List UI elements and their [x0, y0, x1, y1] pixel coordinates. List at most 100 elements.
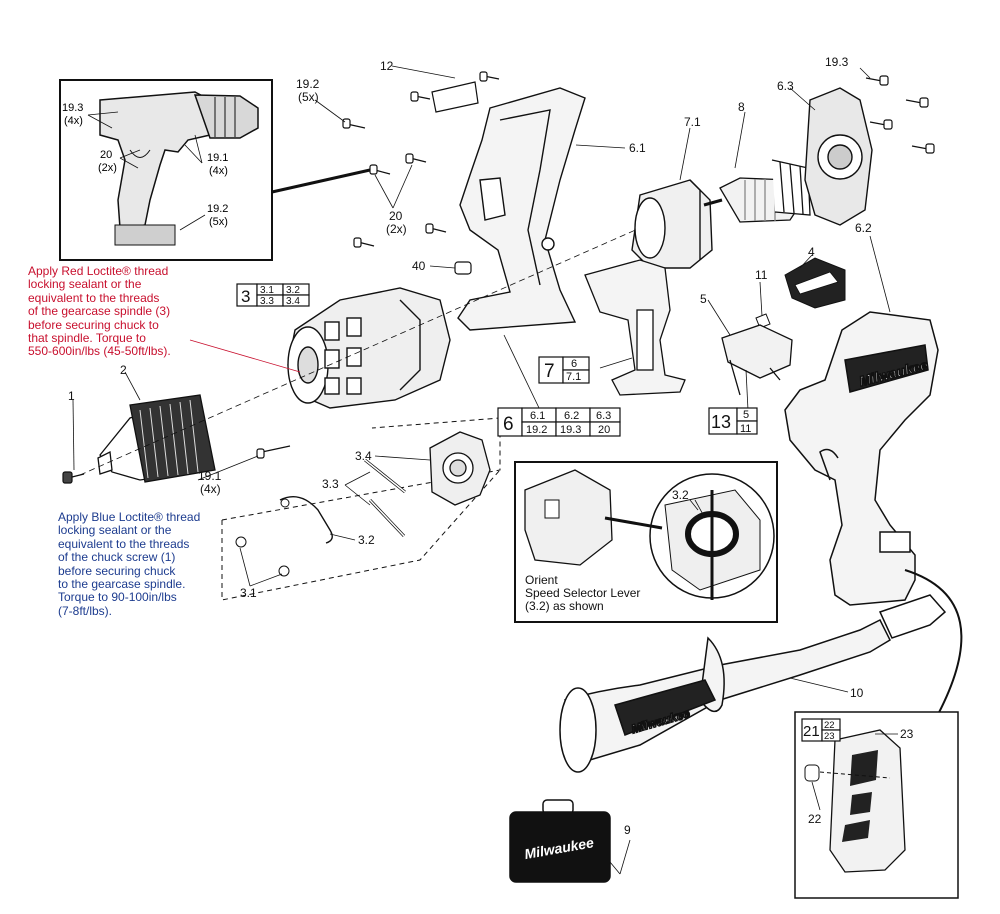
- red-note-line: locking sealant or the: [28, 277, 142, 292]
- callout-19-3: 19.3: [825, 55, 849, 69]
- callout-6-2: 6.2: [855, 221, 872, 235]
- part-6-1-housing-half: [457, 87, 586, 331]
- callout-19-1: 19.1: [198, 469, 222, 483]
- callout-3-1: 3.1: [240, 586, 257, 600]
- inset-pointer: [271, 168, 371, 194]
- table-6-cell-4: 19.2: [526, 424, 547, 436]
- inset-label-19-3: 19.3: [62, 102, 83, 114]
- red-note-line: 550-600in/lbs (45-50ft/lbs).: [28, 344, 171, 359]
- table-3-cell-3: 3.3: [260, 296, 274, 307]
- table-6-cell-5: 19.3: [560, 424, 581, 436]
- leader-lines: [72, 65, 898, 875]
- orient-speed-selector-note: Orient Speed Selector Lever (3.2) as sho…: [525, 574, 640, 613]
- table-7-main: 7: [544, 361, 555, 382]
- callout-1: 1: [68, 389, 75, 403]
- assembly-table-6: [497, 407, 621, 437]
- orient-note-line: Speed Selector Lever: [525, 586, 641, 600]
- table-6-cell-6: 20: [598, 424, 610, 436]
- callout-2: 2: [120, 363, 127, 377]
- part-5-lever: [721, 324, 793, 396]
- callout-3-2: 3.2: [358, 533, 375, 547]
- table-7-cell-2: 7.1: [566, 371, 581, 383]
- assembly-axis-dashed: [79, 227, 641, 476]
- red-note-line: that spindle. Torque to: [28, 331, 146, 346]
- table-7-cell-1: 6: [571, 358, 577, 370]
- table-3-cell-1: 3.1: [260, 285, 274, 296]
- callout-19-2-qty: (5x): [298, 90, 319, 104]
- assembly-table-7: [538, 356, 590, 384]
- callout-9: 9: [624, 823, 631, 837]
- callout-23: 23: [900, 727, 914, 741]
- blue-note-line: Apply Blue Loctite® thread: [58, 510, 201, 524]
- part-9-carry-case: Milwaukee: [509, 799, 611, 883]
- blue-note-line: of the chuck screw (1): [58, 550, 176, 565]
- part-8-armature: [703, 159, 831, 223]
- table-21-cell-1: 22: [824, 720, 835, 731]
- red-note-line: equivalent to the threads: [28, 290, 160, 305]
- blue-note-line: (7-8ft/lbs).: [58, 603, 113, 618]
- part-7-1-motor-frame: [631, 179, 713, 269]
- callout-20: 20: [389, 209, 403, 223]
- callout-3-3: 3.3: [322, 477, 339, 491]
- callout-20-qty: (2x): [386, 222, 407, 236]
- table-13-main: 13: [711, 412, 731, 432]
- callout-5: 5: [700, 292, 707, 306]
- gearbox-subparts-group: [221, 417, 501, 601]
- callout-3-4: 3.4: [355, 449, 372, 463]
- blue-loctite-note: Apply Blue Loctite® thread locking seala…: [58, 510, 201, 618]
- table-13-cell-1: 5: [743, 409, 749, 421]
- inset-label-19-1: 19.1: [207, 152, 228, 164]
- table-6-cell-2: 6.2: [564, 410, 579, 422]
- red-note-line: before securing chuck to: [28, 317, 159, 332]
- inset-label-20: 20: [100, 149, 112, 161]
- callout-40: 40: [412, 259, 426, 273]
- blue-note-line: equivalent to the threads: [58, 536, 190, 551]
- orient-note-line: (3.2) as shown: [525, 599, 604, 613]
- callout-19-1-qty: (4x): [200, 482, 221, 496]
- table-3-cell-2: 3.2: [286, 285, 300, 296]
- callout-6-1: 6.1: [629, 141, 646, 155]
- detail-orient-box: [514, 461, 778, 623]
- callout-4: 4: [808, 245, 815, 259]
- inset-label-19-2: 19.2: [207, 203, 228, 215]
- part-2-chuck: [97, 394, 216, 483]
- part-7-switch-assembly: [584, 259, 686, 396]
- part-3-4-plate: [429, 431, 491, 506]
- inset-label-19-1-qty: (4x): [209, 165, 228, 177]
- callout-8: 8: [738, 100, 745, 114]
- callout-22: 22: [808, 812, 822, 826]
- red-loctite-note: Apply Red Loctite® thread locking sealan…: [28, 264, 171, 359]
- part-3-gearcase: [287, 287, 451, 409]
- callout-7-1: 7.1: [684, 115, 701, 129]
- callout-12: 12: [380, 59, 394, 73]
- red-note-line: Apply Red Loctite® thread: [28, 264, 169, 278]
- table-21-cell-2: 23: [824, 731, 835, 742]
- inset-assembled-drill: 19.3 (4x) 20 (2x) 19.1 (4x) 19.2 (5x): [59, 79, 273, 261]
- callout-11: 11: [755, 268, 768, 282]
- blue-note-line: locking sealant or the: [58, 523, 172, 538]
- inset-label-20-qty: (2x): [98, 162, 117, 174]
- table-6-cell-3: 6.3: [596, 410, 611, 422]
- callout-10: 10: [850, 686, 864, 700]
- assembly-table-21: [801, 718, 841, 742]
- table-13-cell-2: 11: [740, 423, 751, 435]
- red-note-line: of the gearcase spindle (3): [28, 304, 171, 319]
- assembly-table-13: [708, 407, 758, 435]
- screws: [62, 71, 935, 484]
- callout-19-2: 19.2: [296, 77, 320, 91]
- blue-note-line: to the gearcase spindle.: [58, 577, 186, 592]
- assembly-table-3: [236, 283, 310, 307]
- part-10-side-handle: Milwaukee: [559, 594, 947, 773]
- blue-note-line: before securing chuck: [58, 563, 176, 578]
- part-6-3-end-cap: [804, 87, 873, 226]
- table-3-cell-4: 3.4: [286, 296, 300, 307]
- inset-label-19-2-qty: (5x): [209, 216, 228, 228]
- cable-connector: [904, 569, 963, 721]
- belt-clip-inset: [794, 711, 959, 899]
- table-6-cell-1: 6.1: [530, 410, 545, 422]
- part-6-2-housing-half: Milwaukee: [784, 311, 939, 606]
- table-21-main: 21: [803, 723, 820, 740]
- part-12-label-plate: [431, 81, 479, 113]
- orient-note-line: Orient: [525, 573, 558, 587]
